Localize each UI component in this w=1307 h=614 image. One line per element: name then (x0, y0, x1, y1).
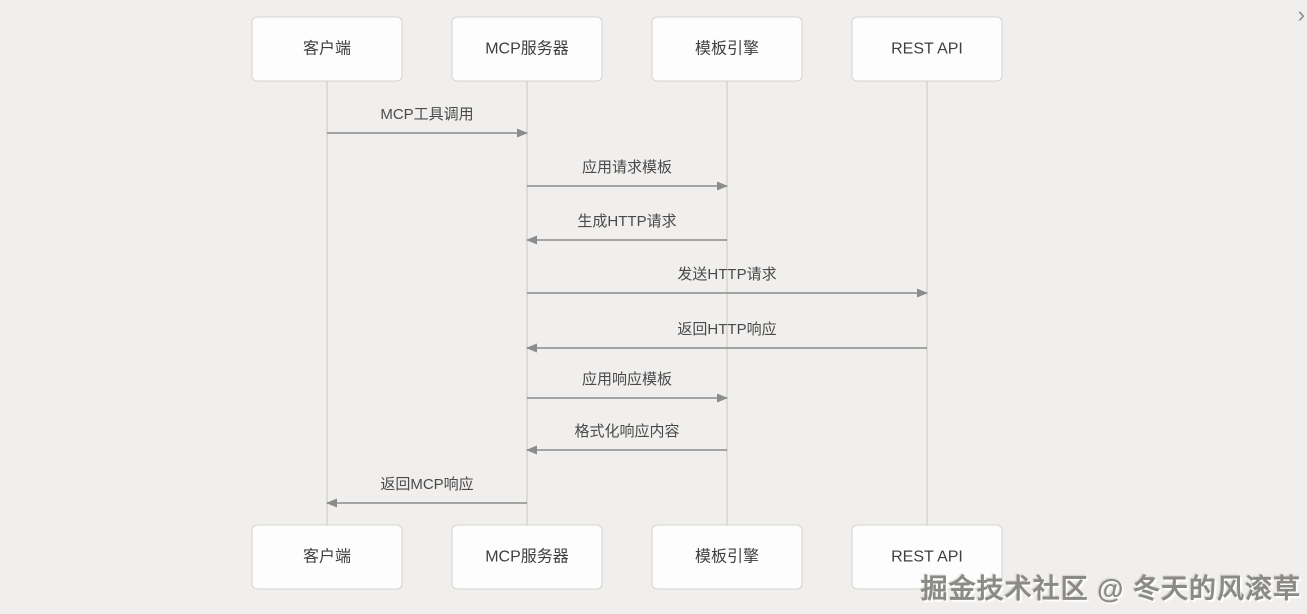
message-label-3: 生成HTTP请求 (577, 213, 676, 230)
actor-bottom-label-rest-api: REST API (891, 549, 963, 566)
actor-bottom-label-client: 客户端 (303, 548, 351, 566)
message-label-8: 返回MCP响应 (380, 475, 473, 493)
message-label-5: 返回HTTP响应 (677, 320, 776, 338)
message-label-6: 应用响应模板 (582, 370, 672, 388)
watermark: 掘金技术社区 @ 冬天的风滚草 (920, 574, 1301, 604)
actor-top-box-mcp-server (451, 16, 603, 82)
actor-bottom-label-mcp-server: MCP服务器 (485, 548, 569, 566)
actor-top-box-client (251, 16, 403, 82)
chevron-right-icon[interactable]: › (1297, 2, 1305, 27)
actor-top-box-template-engine (651, 16, 803, 82)
actor-top-box-rest-api (851, 16, 1003, 82)
message-label-4: 发送HTTP请求 (677, 266, 776, 283)
message-label-7: 格式化响应内容 (574, 422, 679, 440)
actor-bottom-box-rest-api (851, 524, 1003, 590)
actor-top-label-mcp-server: MCP服务器 (485, 40, 569, 58)
message-label-2: 应用请求模板 (582, 158, 672, 176)
message-label-1: MCP工具调用 (380, 106, 473, 123)
actor-top-label-client: 客户端 (303, 40, 351, 58)
actor-bottom-label-template-engine: 模板引擎 (695, 548, 759, 566)
actor-bottom-box-mcp-server (451, 524, 603, 590)
actor-top-label-rest-api: REST API (891, 41, 963, 58)
actor-top-label-template-engine: 模板引擎 (695, 40, 759, 58)
actor-bottom-box-client (251, 524, 403, 590)
actor-bottom-box-template-engine (651, 524, 803, 590)
